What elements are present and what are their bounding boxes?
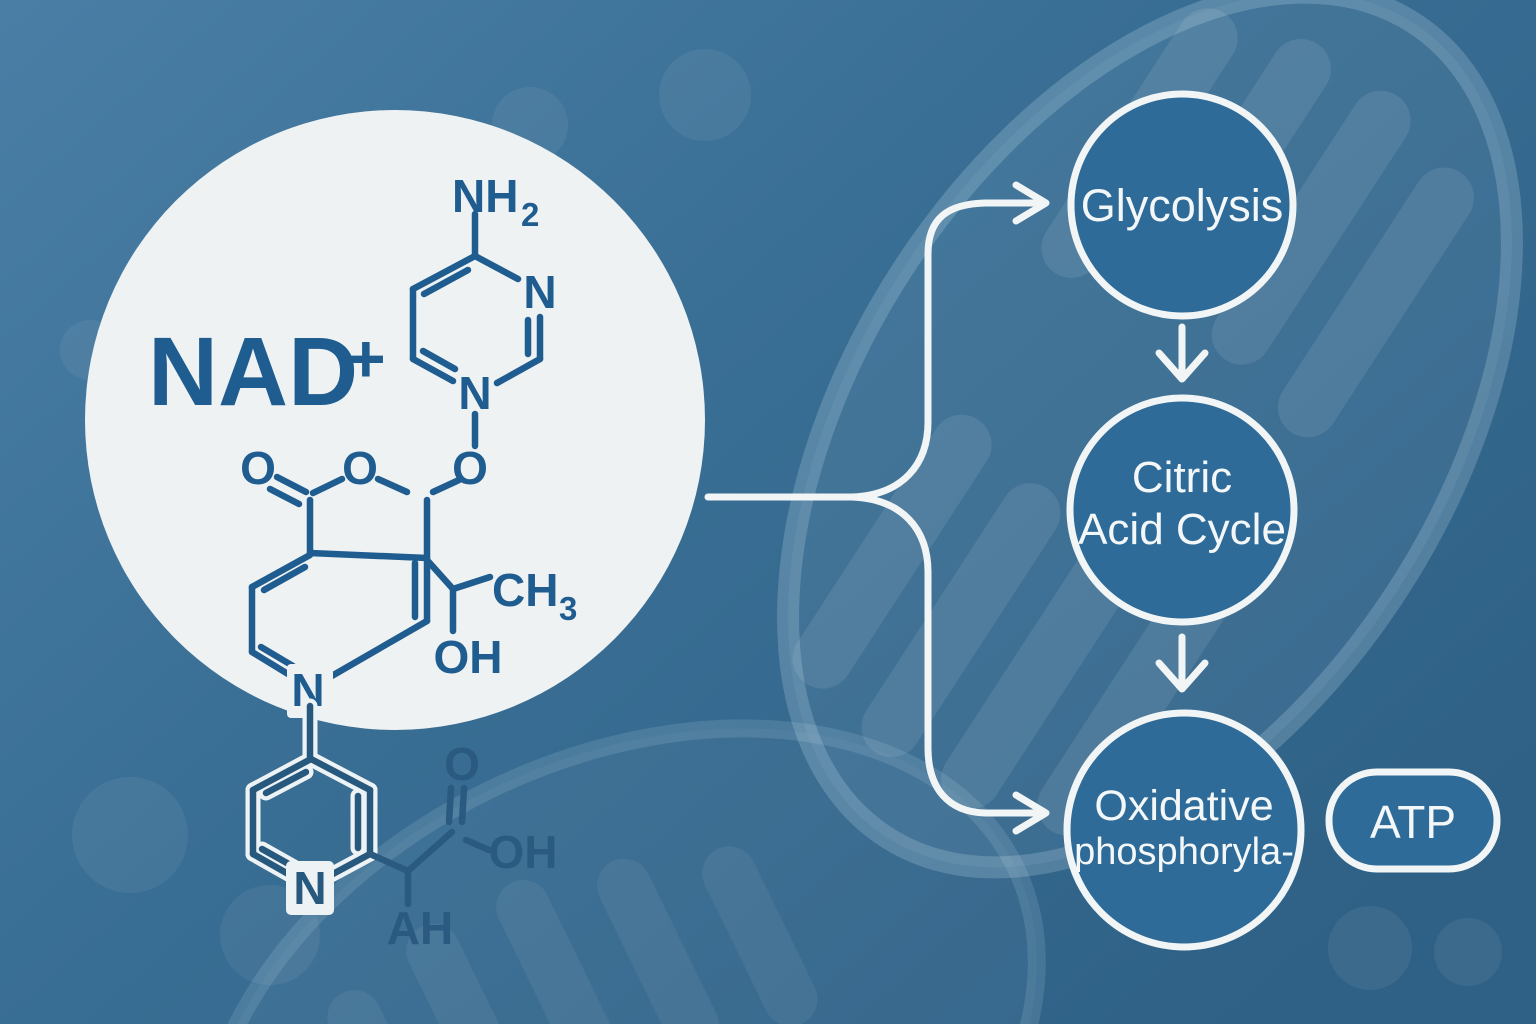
fork-up-arrowhead bbox=[1012, 181, 1050, 225]
headline-superscript: + bbox=[346, 321, 386, 397]
methyl-subscript: 3 bbox=[559, 590, 577, 627]
linker-oxygen-label: O bbox=[452, 442, 488, 494]
nad-structure-upper bbox=[248, 210, 544, 681]
citric-acid-cycle-label-line1: Citric bbox=[1132, 453, 1232, 502]
hydroxyl-label: OH bbox=[434, 631, 503, 683]
lower-nitrogen-box bbox=[286, 861, 334, 915]
headline-nad: NAD + bbox=[148, 317, 386, 426]
fork-down-arrow-line bbox=[848, 493, 1042, 817]
ring-nitrogen-bottom-label: N bbox=[458, 367, 491, 419]
lower-hydroxyl-label: OH bbox=[489, 826, 558, 878]
lower-ah-label: AH bbox=[387, 902, 453, 954]
fork-down-arrowhead bbox=[1012, 791, 1050, 835]
glycolysis-label: Glycolysis bbox=[1081, 180, 1284, 231]
lower-ring-bonds bbox=[249, 702, 374, 879]
ring-oxygen-label: O bbox=[342, 442, 378, 494]
oxidative-phosphorylation-label-line2: phosphoryla- bbox=[1074, 831, 1294, 873]
oxidative-phosphorylation-node bbox=[1063, 709, 1305, 951]
amine-subscript: 2 bbox=[521, 196, 539, 233]
ring-nitrogen-right-label: N bbox=[523, 266, 556, 318]
glycolysis-to-citric-arrowhead bbox=[1155, 349, 1209, 383]
oxidative-phosphorylation-label-line1: Oxidative bbox=[1094, 782, 1273, 830]
carbonyl-oxygen-label: O bbox=[240, 442, 276, 494]
headline-text: NAD bbox=[148, 317, 358, 426]
pyridinium-nitrogen-tab bbox=[287, 664, 333, 718]
citric-to-oxidative-arrowhead bbox=[1155, 659, 1209, 693]
flow-nodes: Glycolysis Citric Acid Cycle Oxidative p… bbox=[1063, 90, 1501, 951]
atp-pill bbox=[1325, 768, 1501, 873]
mitochondrion-illustration-secondary bbox=[194, 719, 1046, 1024]
atp-label: ATP bbox=[1370, 796, 1456, 848]
lower-side-chain-bonds bbox=[366, 784, 493, 908]
citric-acid-cycle-label-line2: Acid Cycle bbox=[1078, 505, 1286, 554]
methyl-label: CH bbox=[492, 564, 558, 616]
lower-carbonyl-oxygen-label: O bbox=[444, 738, 480, 790]
molecule-panel-circle bbox=[85, 110, 705, 730]
glycolysis-node bbox=[1067, 90, 1297, 320]
nad-structure-upper-labels: NH 2 N N O O O CH 3 OH bbox=[240, 170, 577, 683]
fork-up-arrow-line bbox=[848, 199, 1042, 501]
lower-nitrogen-label: N bbox=[293, 862, 326, 914]
flow-arrows bbox=[704, 181, 1209, 835]
amine-label: NH bbox=[452, 170, 518, 222]
citric-acid-cycle-node bbox=[1066, 394, 1298, 626]
lower-side-chain-labels: O OH AH bbox=[387, 738, 558, 954]
